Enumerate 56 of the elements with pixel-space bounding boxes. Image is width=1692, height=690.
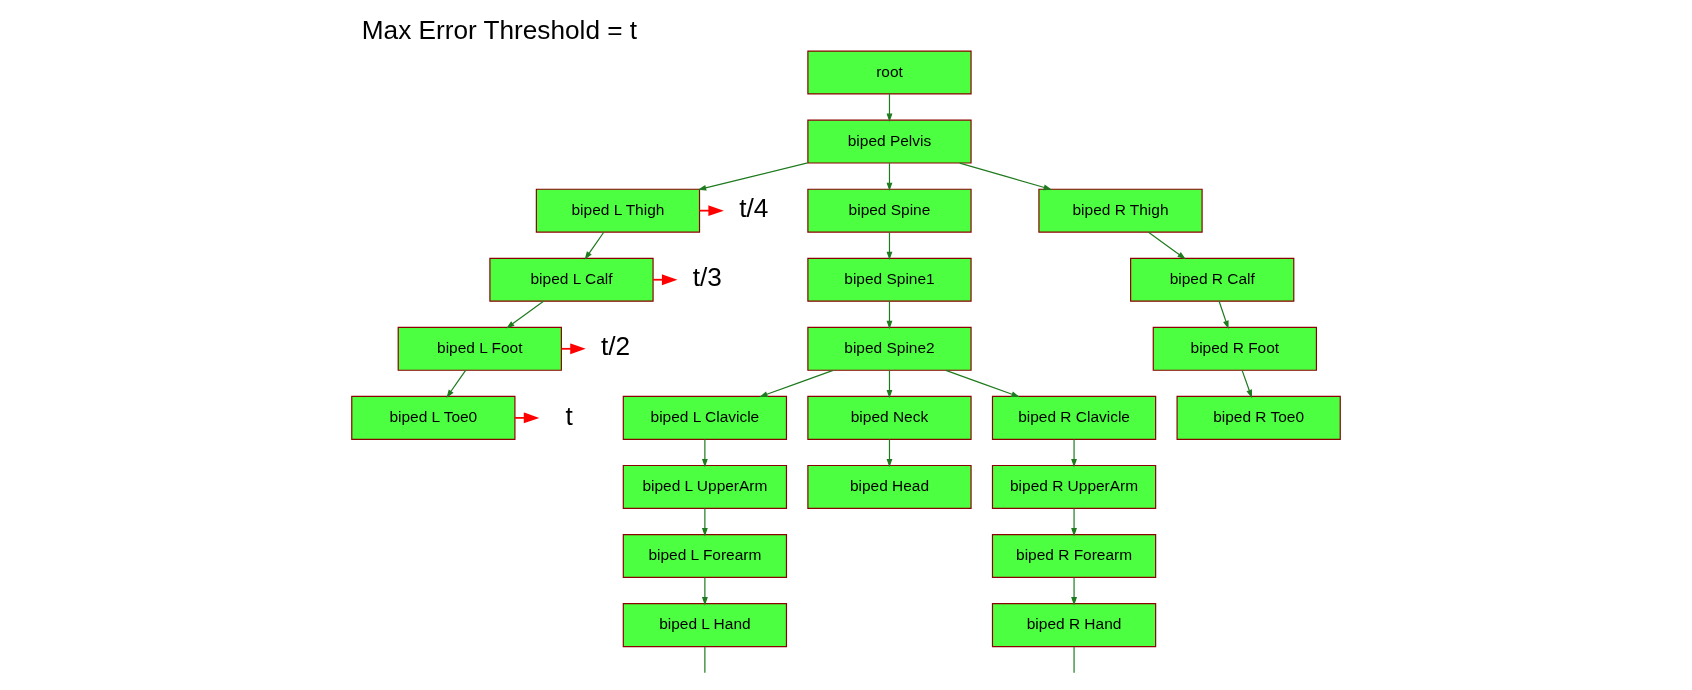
- arrow: [1147, 231, 1186, 260]
- node-box: biped Spine1: [807, 257, 972, 302]
- node-box: biped R Foot: [1152, 326, 1317, 371]
- connector: [1073, 646, 1075, 674]
- node-box: biped L Clavicle: [622, 395, 788, 440]
- diagram-title: Max Error Threshold = t: [361, 14, 638, 45]
- arrow: [701, 507, 708, 537]
- arrow: [1218, 300, 1229, 330]
- arrow: [759, 369, 834, 398]
- node-box: biped L UpperArm: [622, 464, 788, 509]
- arrow: [584, 231, 605, 260]
- arrow: [701, 438, 708, 468]
- arrow: [886, 162, 893, 192]
- node-box: biped R Clavicle: [991, 395, 1157, 440]
- connector: [704, 646, 706, 674]
- arrow: [945, 369, 1020, 398]
- arrow: [514, 412, 540, 424]
- arrow: [1071, 438, 1077, 468]
- arrow: [886, 93, 893, 122]
- arrow: [1071, 507, 1077, 537]
- node-box: biped L Forearm: [622, 534, 788, 579]
- arrow: [697, 162, 809, 191]
- node-box: root: [807, 50, 972, 95]
- arrow: [886, 438, 893, 468]
- node-box: biped L Hand: [622, 603, 788, 648]
- node-box: biped L Thigh: [535, 188, 701, 233]
- arrow: [1071, 577, 1077, 606]
- node-box: biped L Toe0: [351, 395, 516, 440]
- arrow: [886, 231, 893, 261]
- arrow: [698, 205, 724, 217]
- node-text: t/4: [739, 193, 769, 224]
- node-box: biped R Calf: [1130, 257, 1295, 302]
- node-box: biped R UpperArm: [991, 464, 1157, 509]
- node-text: t/2: [600, 331, 631, 362]
- arrow: [446, 369, 467, 398]
- node-text: t: [565, 400, 573, 431]
- arrow: [652, 274, 678, 286]
- node-box: biped R Toe0: [1176, 395, 1341, 440]
- node-box: biped Neck: [807, 395, 972, 440]
- arrow: [886, 300, 893, 330]
- arrow: [886, 369, 893, 399]
- arrow: [506, 300, 545, 329]
- arrow: [701, 577, 708, 606]
- arrow: [1241, 369, 1253, 399]
- node-box: biped R Thigh: [1038, 188, 1203, 233]
- node-box: biped Head: [807, 464, 972, 509]
- node-box: biped Spine2: [807, 326, 972, 371]
- node-text: t/3: [692, 262, 722, 293]
- node-box: biped R Hand: [991, 603, 1157, 648]
- arrow: [560, 343, 586, 355]
- node-box: biped L Foot: [397, 326, 562, 371]
- node-box: biped Pelvis: [807, 119, 972, 164]
- arrow: [959, 162, 1052, 191]
- node-box: biped Spine: [807, 188, 972, 233]
- node-box: biped L Calf: [489, 257, 654, 302]
- node-box: biped R Forearm: [991, 534, 1157, 579]
